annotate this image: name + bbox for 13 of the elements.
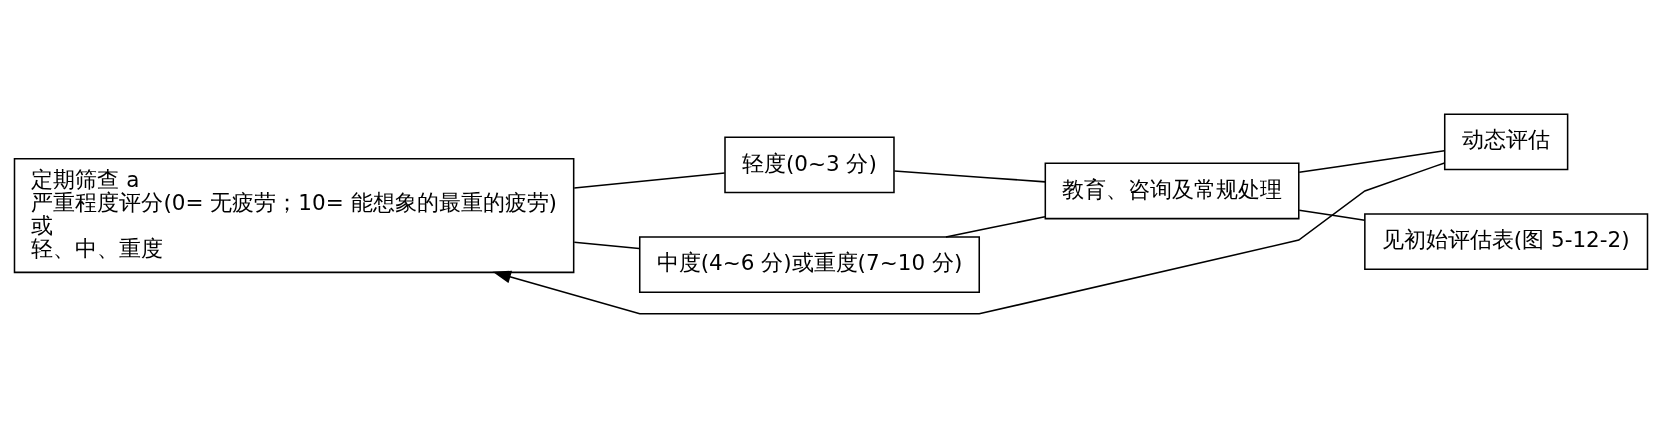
connector	[945, 215, 1046, 238]
node-box: 见初始评估表(图 5-12-2)	[1364, 213, 1649, 271]
connector	[1298, 150, 1446, 174]
node-box: 动态评估	[1443, 113, 1569, 171]
connector	[1298, 209, 1366, 221]
connector	[573, 241, 640, 250]
connector	[893, 170, 1047, 183]
connector	[573, 172, 726, 189]
node-box: 中度(4~6 分)或重度(7~10 分)	[638, 236, 980, 294]
arrow	[492, 162, 1446, 315]
node-box: 轻度(0~3 分)	[724, 136, 895, 194]
node-box: 教育、咨询及常规处理	[1044, 162, 1300, 220]
node-box: 定期筛查 a 严重程度评分(0= 无疲劳；10= 能想象的最重的疲劳) 或 轻、中、重度	[13, 157, 575, 274]
